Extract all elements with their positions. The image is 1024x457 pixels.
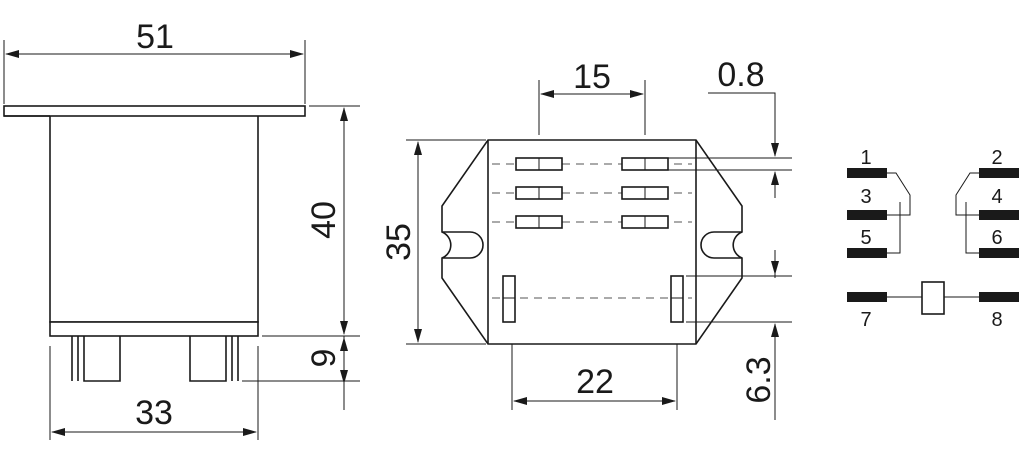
pin-5-bar <box>847 248 887 258</box>
pin-4-bar <box>979 210 1019 220</box>
dim-22: 22 <box>576 363 614 401</box>
dim-35: 35 <box>380 223 418 261</box>
pin-8-bar <box>979 292 1019 302</box>
dim-15: 15 <box>573 58 611 96</box>
left-mount-slot <box>442 231 484 259</box>
pin-slots <box>502 157 684 323</box>
dim-33: 33 <box>135 394 173 432</box>
pin-label-5: 5 <box>860 227 871 249</box>
right-mount-slot <box>700 231 742 259</box>
flange <box>3 105 306 117</box>
bottom-view: 15 35 22 0.8 6.3 <box>380 56 792 420</box>
side-view: 51 40 9 33 <box>3 18 360 440</box>
pin-label-8: 8 <box>991 309 1002 331</box>
pin-label-4: 4 <box>991 186 1002 208</box>
pin-7-bar <box>847 292 887 302</box>
pin-schematic: 1 2 3 4 5 6 7 8 <box>847 147 1019 331</box>
pin-label-6: 6 <box>991 227 1002 249</box>
side-pins <box>71 336 239 382</box>
pin-3-bar <box>847 210 887 220</box>
base-plate <box>49 321 259 337</box>
coil-icon <box>921 281 945 315</box>
pin-2-bar <box>979 168 1019 178</box>
pin-label-3: 3 <box>860 186 871 208</box>
dim-51: 51 <box>136 18 174 56</box>
pin-label-1: 1 <box>860 147 871 169</box>
dim-6-3: 6.3 <box>740 356 778 403</box>
dim-0-8: 0.8 <box>717 56 764 94</box>
pin-6-bar <box>979 248 1019 258</box>
dim-9: 9 <box>305 349 343 368</box>
dim-40: 40 <box>305 201 343 239</box>
pin-label-2: 2 <box>991 147 1002 169</box>
mounting-base <box>441 139 743 345</box>
relay-body <box>49 116 259 323</box>
pin-1-bar <box>847 168 887 178</box>
pin-label-7: 7 <box>860 309 871 331</box>
